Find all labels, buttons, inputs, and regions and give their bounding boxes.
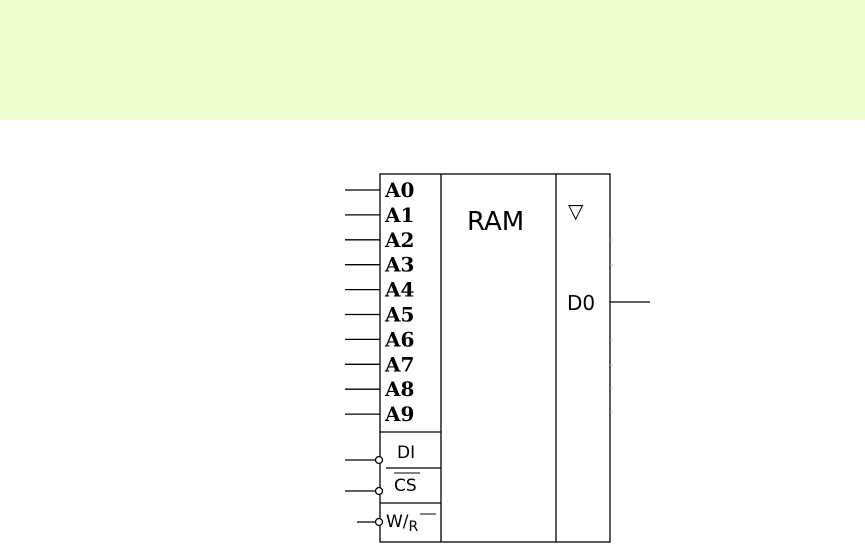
header-banner: [0, 0, 865, 120]
output-label: D0: [567, 291, 595, 315]
address-pin-label-a1: A1: [384, 203, 414, 227]
wr-label-w: W/: [386, 512, 409, 532]
address-pin-label-a7: A7: [384, 352, 414, 376]
address-pin-label-a8: A8: [384, 377, 414, 401]
chip-outline: [379, 173, 611, 543]
address-pin-label-a5: A5: [384, 303, 414, 327]
wr-label: W/R: [386, 512, 419, 535]
wr-inversion-bubble: [374, 517, 384, 527]
address-pin-label-a2: A2: [384, 228, 414, 252]
address-pin-label-a6: A6: [384, 327, 414, 351]
chip-title: RAM: [467, 207, 524, 237]
cs-label: CS: [394, 476, 417, 496]
cs-inversion-bubble: [374, 486, 384, 496]
address-pin-label-a3: A3: [384, 253, 414, 277]
di-inversion-bubble: [374, 455, 384, 465]
di-label: DI: [397, 443, 415, 463]
tristate-output-icon: ▽: [568, 199, 584, 223]
address-pin-label-a9: A9: [384, 402, 414, 426]
address-pin-label-a0: A0: [384, 178, 414, 202]
wr-label-r: R: [409, 519, 419, 535]
address-pin-label-a4: A4: [384, 278, 415, 302]
